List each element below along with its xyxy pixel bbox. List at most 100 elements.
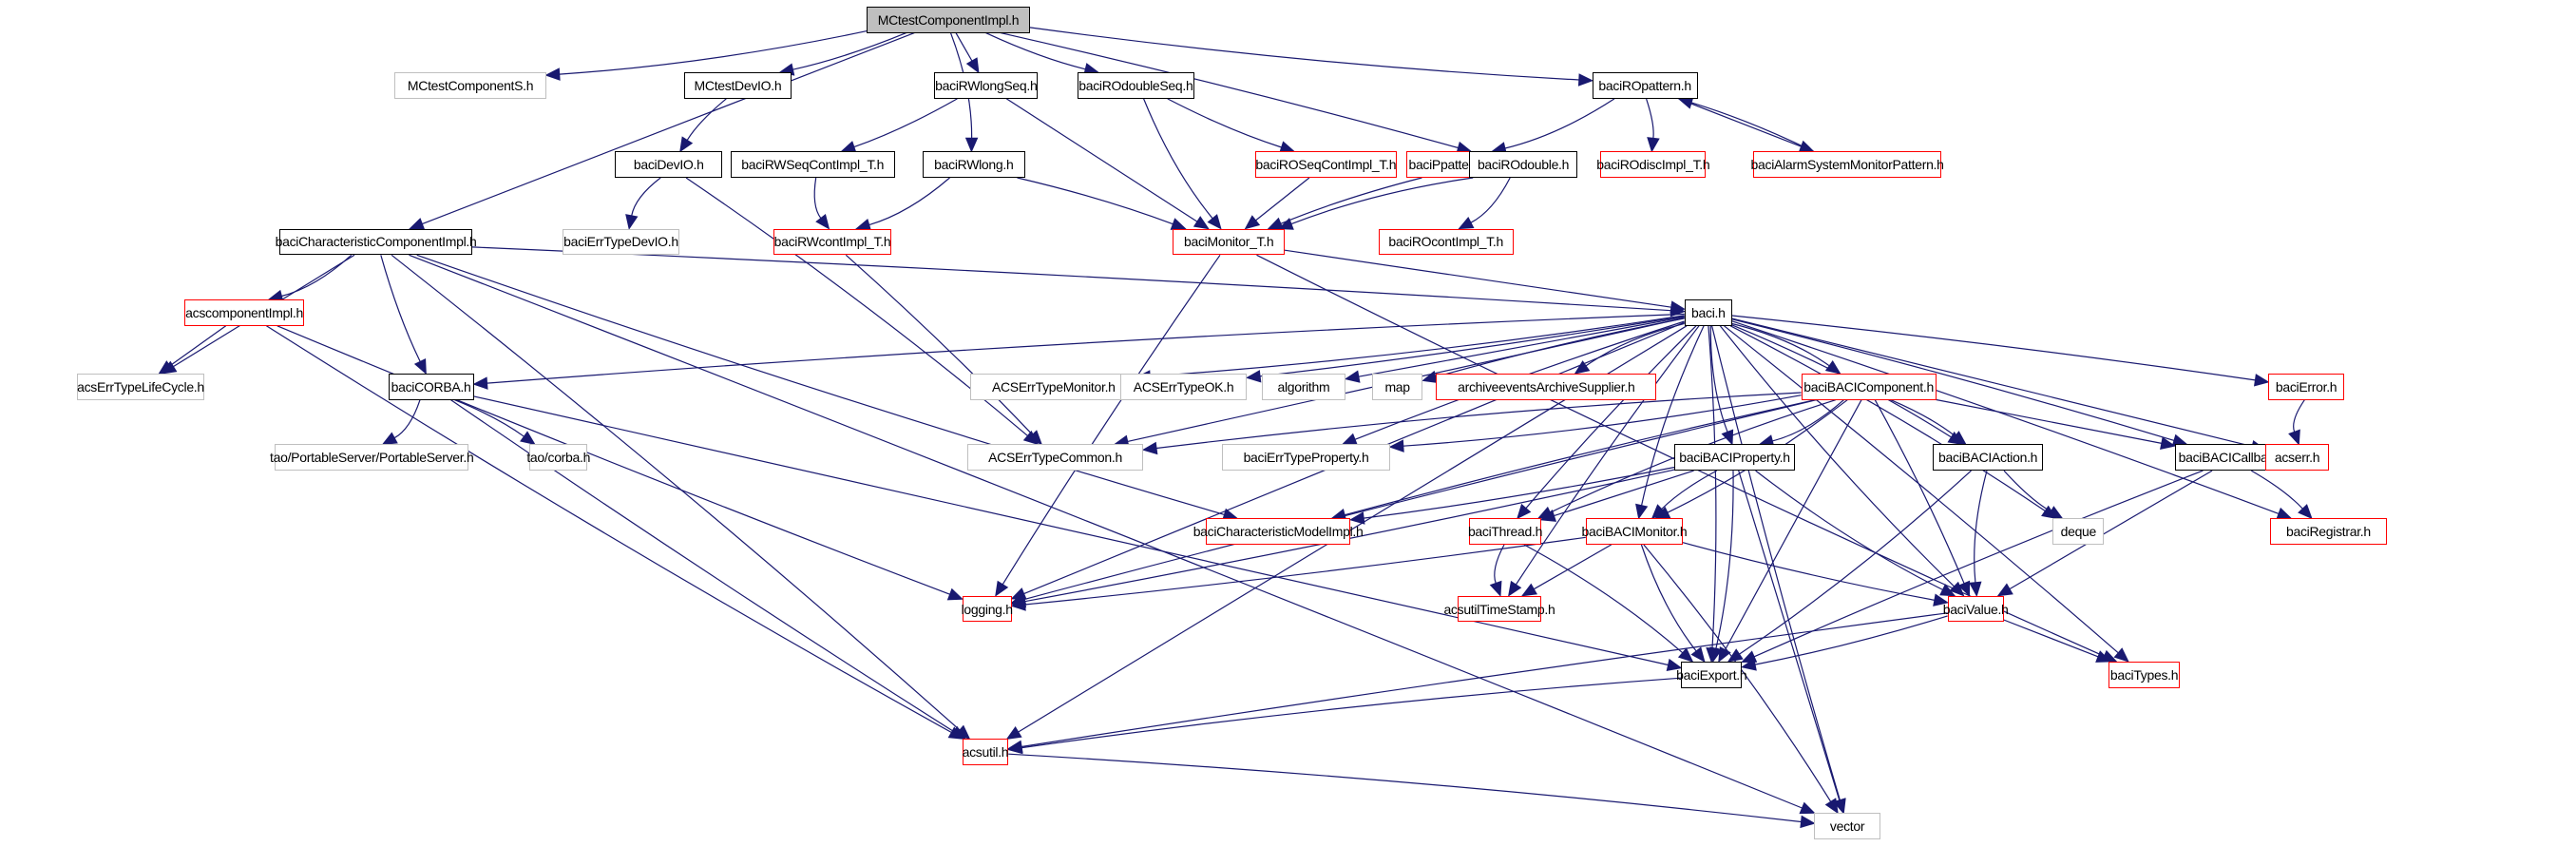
edge-baciROpattern-to-baciROdiscImpl_T xyxy=(1646,98,1654,139)
node-baciroseqcontimpl-t[interactable]: baciROSeqContImpl_T.h xyxy=(1254,151,1397,178)
node-acserrtypelifecycle[interactable]: acsErrTypeLifeCycle.h xyxy=(77,373,204,400)
arrowhead-baciROpattern-to-baciROdiscImpl_T xyxy=(1647,137,1660,153)
arrowhead-baciCharacteristicComponentImpl-to-vector xyxy=(1799,801,1816,815)
node-bacicorba[interactable]: baciCORBA.h xyxy=(388,373,474,400)
node-bacicharacteristicmodelimpl[interactable]: baciCharacteristicModelImpl.h xyxy=(1193,518,1364,545)
node-barodouble[interactable]: baciROdouble.h xyxy=(1468,151,1578,178)
edge-MCtestComponentImpl-to-MCtestComponentS xyxy=(559,30,868,75)
arrowhead-baciROdouble-to-baciROcontImpl_T xyxy=(1458,217,1475,230)
node-baci[interactable]: baci.h xyxy=(1684,299,1732,326)
arrowhead-baciBACICallback-to-baciRegistrar xyxy=(2298,504,2313,520)
node-acserrtypeok[interactable]: ACSErrTypeOK.h xyxy=(1119,373,1248,400)
edge-baciThread-to-baciExport xyxy=(1523,544,1684,654)
edge-baciBACIComponent-to-baciBACIAction xyxy=(1890,399,1956,437)
node-acserrtypecommon[interactable]: ACSErrTypeCommon.h xyxy=(966,444,1144,472)
edge-baciBACIMonitor-to-baciExport xyxy=(1640,544,1697,652)
node-bacibaciaction[interactable]: baciBACIAction.h xyxy=(1933,444,2044,472)
node-bacirwcontimpl-t[interactable]: baciRWcontImpl_T.h xyxy=(773,228,892,256)
edge-baciMonitor_T-to-baci xyxy=(1284,249,1671,308)
node-mctestcomponentimpl[interactable]: MCtestComponentImpl.h xyxy=(867,6,1030,33)
arrowhead-MCtestComponentImpl-to-baciRWlong xyxy=(964,137,979,153)
edge-baciBACIProperty-to-baciThread xyxy=(1554,470,1694,517)
arrowhead-baciCORBA-to-tao_PortableServer xyxy=(381,432,398,446)
arrowhead-baci-to-algorithm xyxy=(1344,370,1361,383)
arrowhead-baci-to-baciTypes xyxy=(2113,647,2129,663)
node-bacidevio[interactable]: baciDevIO.h xyxy=(615,151,722,178)
edge-baciBACIProperty-to-vector xyxy=(1738,470,1841,800)
arrowhead-baciROdouble-to-baciMonitor_T xyxy=(1277,218,1294,230)
node-mctestcomponents[interactable]: MCtestComponentS.h xyxy=(394,72,546,99)
node-vector[interactable]: vector xyxy=(1814,813,1880,839)
node-bacitypes[interactable]: baciTypes.h xyxy=(2109,661,2180,688)
arrowhead-baciRWlongSeq-to-baciMonitor_T xyxy=(1193,216,1210,230)
arrowhead-baciBACIMonitor-to-baciValue xyxy=(1933,593,1949,606)
edge-baci-to-baciBACICallback xyxy=(1731,318,2175,441)
node-bacierror[interactable]: baciError.h xyxy=(2268,373,2344,400)
arrowhead-baciBACIAction-to-baciExport xyxy=(1727,648,1744,663)
node-baciregistrar[interactable]: baciRegistrar.h xyxy=(2270,518,2387,545)
arrowhead-baciCORBA-to-acsutil xyxy=(950,725,966,740)
node-algorithm[interactable]: algorithm xyxy=(1261,373,1346,400)
node-barodiscimpl-t[interactable]: baciROdiscImpl_T.h xyxy=(1596,151,1710,178)
node-bacibacimonitor[interactable]: baciBACIMonitor.h xyxy=(1581,518,1688,545)
edge-baciValue-to-baciExport xyxy=(1754,615,1948,665)
node-bacibaciproperty[interactable]: baciBACIProperty.h xyxy=(1674,444,1795,472)
edge-baci-to-baciThread xyxy=(1525,325,1697,510)
arrowhead-baci-to-baciBACIComponent xyxy=(1824,359,1841,375)
edge-baci-to-archiveeventsArchiveSupplier xyxy=(1585,322,1685,367)
node-bacithread[interactable]: baciThread.h xyxy=(1468,518,1542,545)
arrowhead-acsutil-to-vector xyxy=(1800,815,1816,829)
node-bacimonitor-t[interactable]: baciMonitor_T.h xyxy=(1173,228,1286,256)
edge-baciBACIComponent-to-baciValue xyxy=(1874,399,1965,585)
edge-MCtestComponentImpl-to-baciROdouble xyxy=(1000,32,1459,149)
node-barodoubleseq[interactable]: baciROdoubleSeq.h xyxy=(1077,72,1194,99)
edge-baciCharacteristicComponentImpl-to-baciCORBA xyxy=(380,255,421,362)
node-map[interactable]: map xyxy=(1371,373,1423,400)
arrowhead-MCtestComponentImpl-to-baciCharacteristicComponentImpl xyxy=(409,218,426,230)
node-logging[interactable]: logging.h xyxy=(962,595,1013,623)
arrowhead-baciCORBA-to-tao_corba xyxy=(520,431,536,446)
edge-baciAlarmSystemMonitorPattern-to-baciROpattern xyxy=(1690,102,1814,152)
edge-baciBACIProperty-to-baciBACIMonitor xyxy=(1661,470,1717,510)
node-deque[interactable]: deque xyxy=(2052,518,2105,545)
edge-baciValue-to-baciTypes xyxy=(2003,619,2099,658)
arrowhead-baciCharacteristicComponentImpl-to-baciCORBA xyxy=(413,358,427,375)
node-bacibacicomponent[interactable]: baciBACIComponent.h xyxy=(1801,373,1937,400)
arrowhead-baci-to-archiveeventsArchiveSupplier xyxy=(1574,360,1591,375)
edge-baciROpattern-to-baciAlarmSystemMonitorPattern xyxy=(1678,98,1802,147)
node-bacialarmsystemmonitorpattern[interactable]: baciAlarmSystemMonitorPattern.h xyxy=(1751,151,1944,178)
node-acsutiltimestamp[interactable]: acsutilTimeStamp.h xyxy=(1443,595,1555,623)
edge-baciCharacteristicComponentImpl-to-acscomponentImpl xyxy=(281,254,353,298)
node-acserrtypemonitor[interactable]: ACSErrTypeMonitor.h xyxy=(970,373,1137,400)
node-baciexport[interactable]: baciExport.h xyxy=(1676,661,1747,688)
node-bacierrtypedevio[interactable]: baciErrTypeDevIO.h xyxy=(563,228,679,256)
arrowhead-acscomponentImpl-to-logging xyxy=(946,587,964,601)
arrowhead-baciRWSeqContImpl_T-to-baciRWcontImpl_T xyxy=(815,214,830,230)
node-bacivalue[interactable]: baciValue.h xyxy=(1943,595,2009,623)
edge-baciBACIProperty-to-baciCharacteristicModelImpl xyxy=(1364,466,1675,519)
arrowhead-baciBACIProperty-to-baciCharacteristicModelImpl xyxy=(1349,511,1365,525)
node-mctestdevio[interactable]: MCtestDevIO.h xyxy=(684,72,792,99)
node-barocontimpl-t[interactable]: baciROcontImpl_T.h xyxy=(1378,228,1514,256)
edge-baciBACIComponent-to-baciExport xyxy=(1724,399,1862,650)
node-acscomponentimpl[interactable]: acscomponentImpl.h xyxy=(183,299,305,326)
node-acserr[interactable]: acserr.h xyxy=(2264,444,2330,472)
arrowhead-baci-to-baciValue xyxy=(1949,581,1965,597)
node-bacirwlong[interactable]: baciRWlong.h xyxy=(923,151,1025,178)
node-baciropattern[interactable]: baciROpattern.h xyxy=(1592,72,1698,99)
node-acsutil[interactable]: acsutil.h xyxy=(963,739,1009,765)
edge-MCtestComponentImpl-to-MCtestDevIO xyxy=(792,32,906,70)
node-bacierrtypeproperty[interactable]: baciErrTypeProperty.h xyxy=(1222,444,1390,472)
edge-baci-to-algorithm xyxy=(1358,316,1685,377)
edge-baciRWlongSeq-to-baciMonitor_T xyxy=(1005,98,1198,222)
node-bacirwseqcontimpl-t[interactable]: baciRWSeqContImpl_T.h xyxy=(730,151,895,178)
edge-MCtestDevIO-to-baciDevIO xyxy=(686,98,727,141)
node-bacicharacteristiccomponentimpl[interactable]: baciCharacteristicComponentImpl.h xyxy=(276,228,477,256)
node-tao-corba[interactable]: tao/corba.h xyxy=(526,444,590,472)
node-archiveeventsarchivesupplier[interactable]: archiveeventsArchiveSupplier.h xyxy=(1436,373,1657,400)
edge-baci-to-baciBACIComponent xyxy=(1731,322,1830,367)
edge-acscomponentImpl-to-logging xyxy=(277,325,950,595)
node-tao-portableserver[interactable]: tao/PortableServer/PortableServer.h xyxy=(270,444,474,472)
node-bacirwlongseq[interactable]: baciRWlongSeq.h xyxy=(934,72,1039,99)
